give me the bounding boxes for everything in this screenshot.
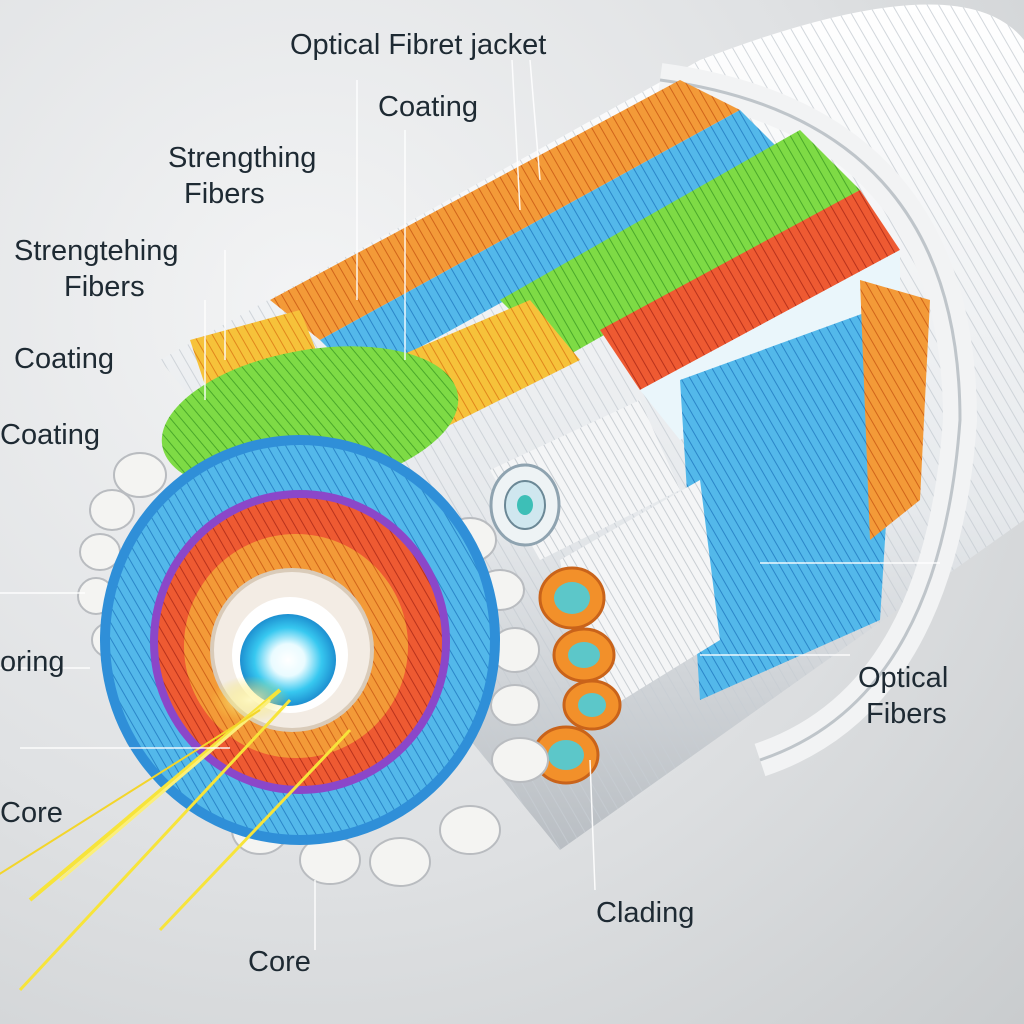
light-beams xyxy=(0,676,352,992)
buffered-fibers xyxy=(532,566,622,785)
label-optical-fiber-jacket: Optical Fibret jacket xyxy=(290,29,547,61)
label-cladding: Clading xyxy=(596,897,695,929)
strengthening-fiber-bundles xyxy=(190,80,930,720)
leader-lines xyxy=(0,59,940,950)
label-strengthening-fibers-upper-line1: Strengthing xyxy=(168,142,317,174)
label-optical-fibers: Optical Fibers xyxy=(858,660,948,732)
label-core-left: Core xyxy=(0,797,63,829)
label-oring: oring xyxy=(0,646,65,678)
label-coating-left-lower: Coating xyxy=(0,419,100,451)
label-optical-fibers-line1: Optical xyxy=(858,662,949,694)
label-core-bottom: Core xyxy=(248,946,311,978)
label-strengthening-fibers-lower-line1: Strengtehing xyxy=(14,235,179,267)
fiber-cross-section xyxy=(100,346,500,845)
label-coating-left-upper: Coating xyxy=(14,343,114,375)
label-strengthening-fibers-upper: Strengthing Fibers xyxy=(168,140,316,212)
label-strengthening-fibers-upper-line2: Fibers xyxy=(184,178,265,210)
label-optical-fibers-line2: Fibers xyxy=(866,698,947,730)
sub-cable-end xyxy=(489,463,561,547)
label-strengthening-fibers-lower-line2: Fibers xyxy=(64,271,145,303)
label-coating-top: Coating xyxy=(378,91,478,123)
label-strengthening-fibers-lower: Strengtehing Fibers xyxy=(14,233,178,305)
